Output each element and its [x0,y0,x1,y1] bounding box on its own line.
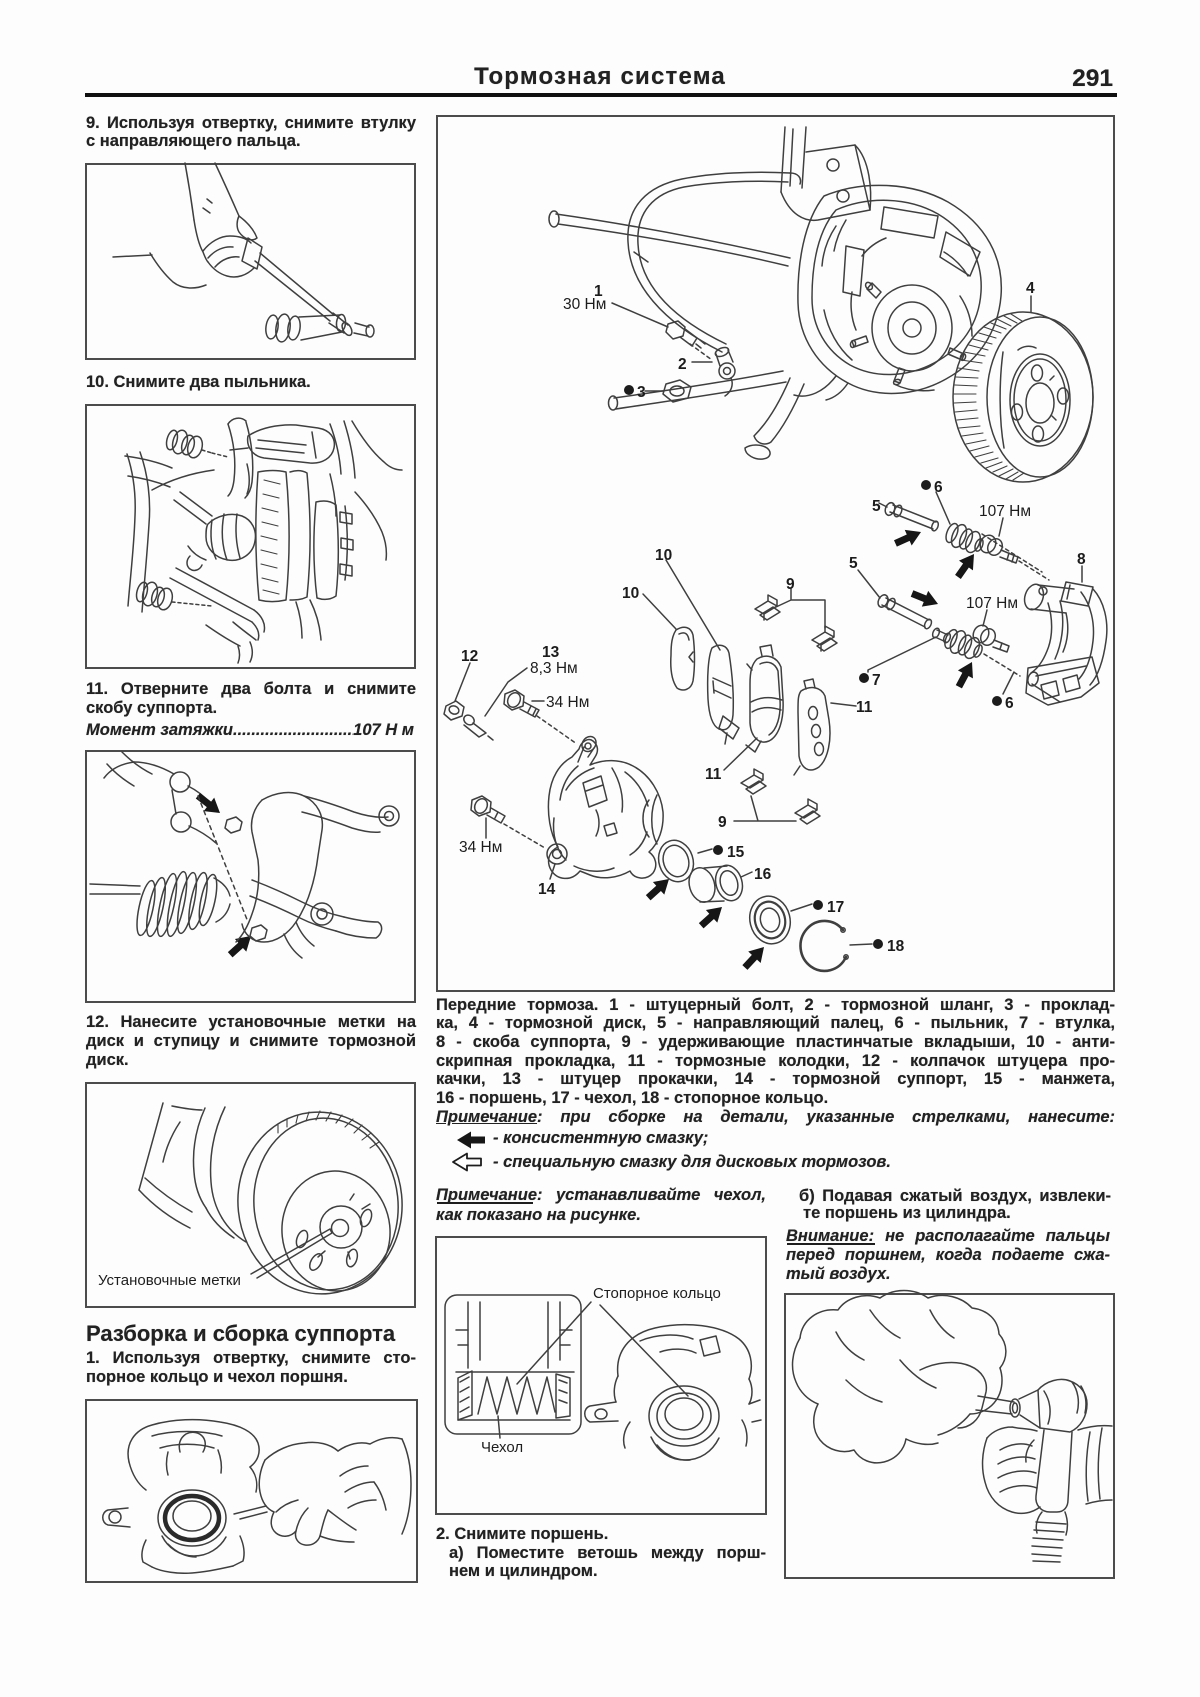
svg-text:7: 7 [872,672,881,689]
svg-text:18: 18 [887,938,905,955]
svg-text:107 Нм: 107 Нм [966,595,1018,612]
svg-text:6: 6 [934,479,943,496]
svg-text:12: 12 [461,648,478,665]
svg-text:3: 3 [637,384,646,401]
svg-text:4: 4 [1026,280,1035,297]
svg-text:14: 14 [538,881,556,898]
svg-text:10: 10 [622,585,639,602]
svg-text:13: 13 [542,644,560,661]
svg-text:8: 8 [1077,551,1086,568]
svg-text:8,3 Нм: 8,3 Нм [530,660,578,677]
svg-text:11: 11 [856,699,873,716]
svg-text:5: 5 [849,555,858,572]
svg-text:15: 15 [727,844,745,861]
svg-text:10: 10 [655,547,672,564]
svg-text:2: 2 [678,356,687,373]
svg-text:11: 11 [705,766,722,783]
svg-text:9: 9 [786,576,795,593]
svg-text:1: 1 [594,283,603,300]
svg-text:34 Нм: 34 Нм [546,694,589,711]
svg-text:107 Нм: 107 Нм [979,503,1031,520]
svg-text:34 Нм: 34 Нм [459,839,502,856]
svg-text:9: 9 [718,814,727,831]
svg-text:16: 16 [754,866,772,883]
svg-text:17: 17 [827,899,844,916]
svg-text:6: 6 [1005,695,1014,712]
svg-text:5: 5 [872,498,881,515]
svg-text:30 Нм: 30 Нм [563,296,606,313]
